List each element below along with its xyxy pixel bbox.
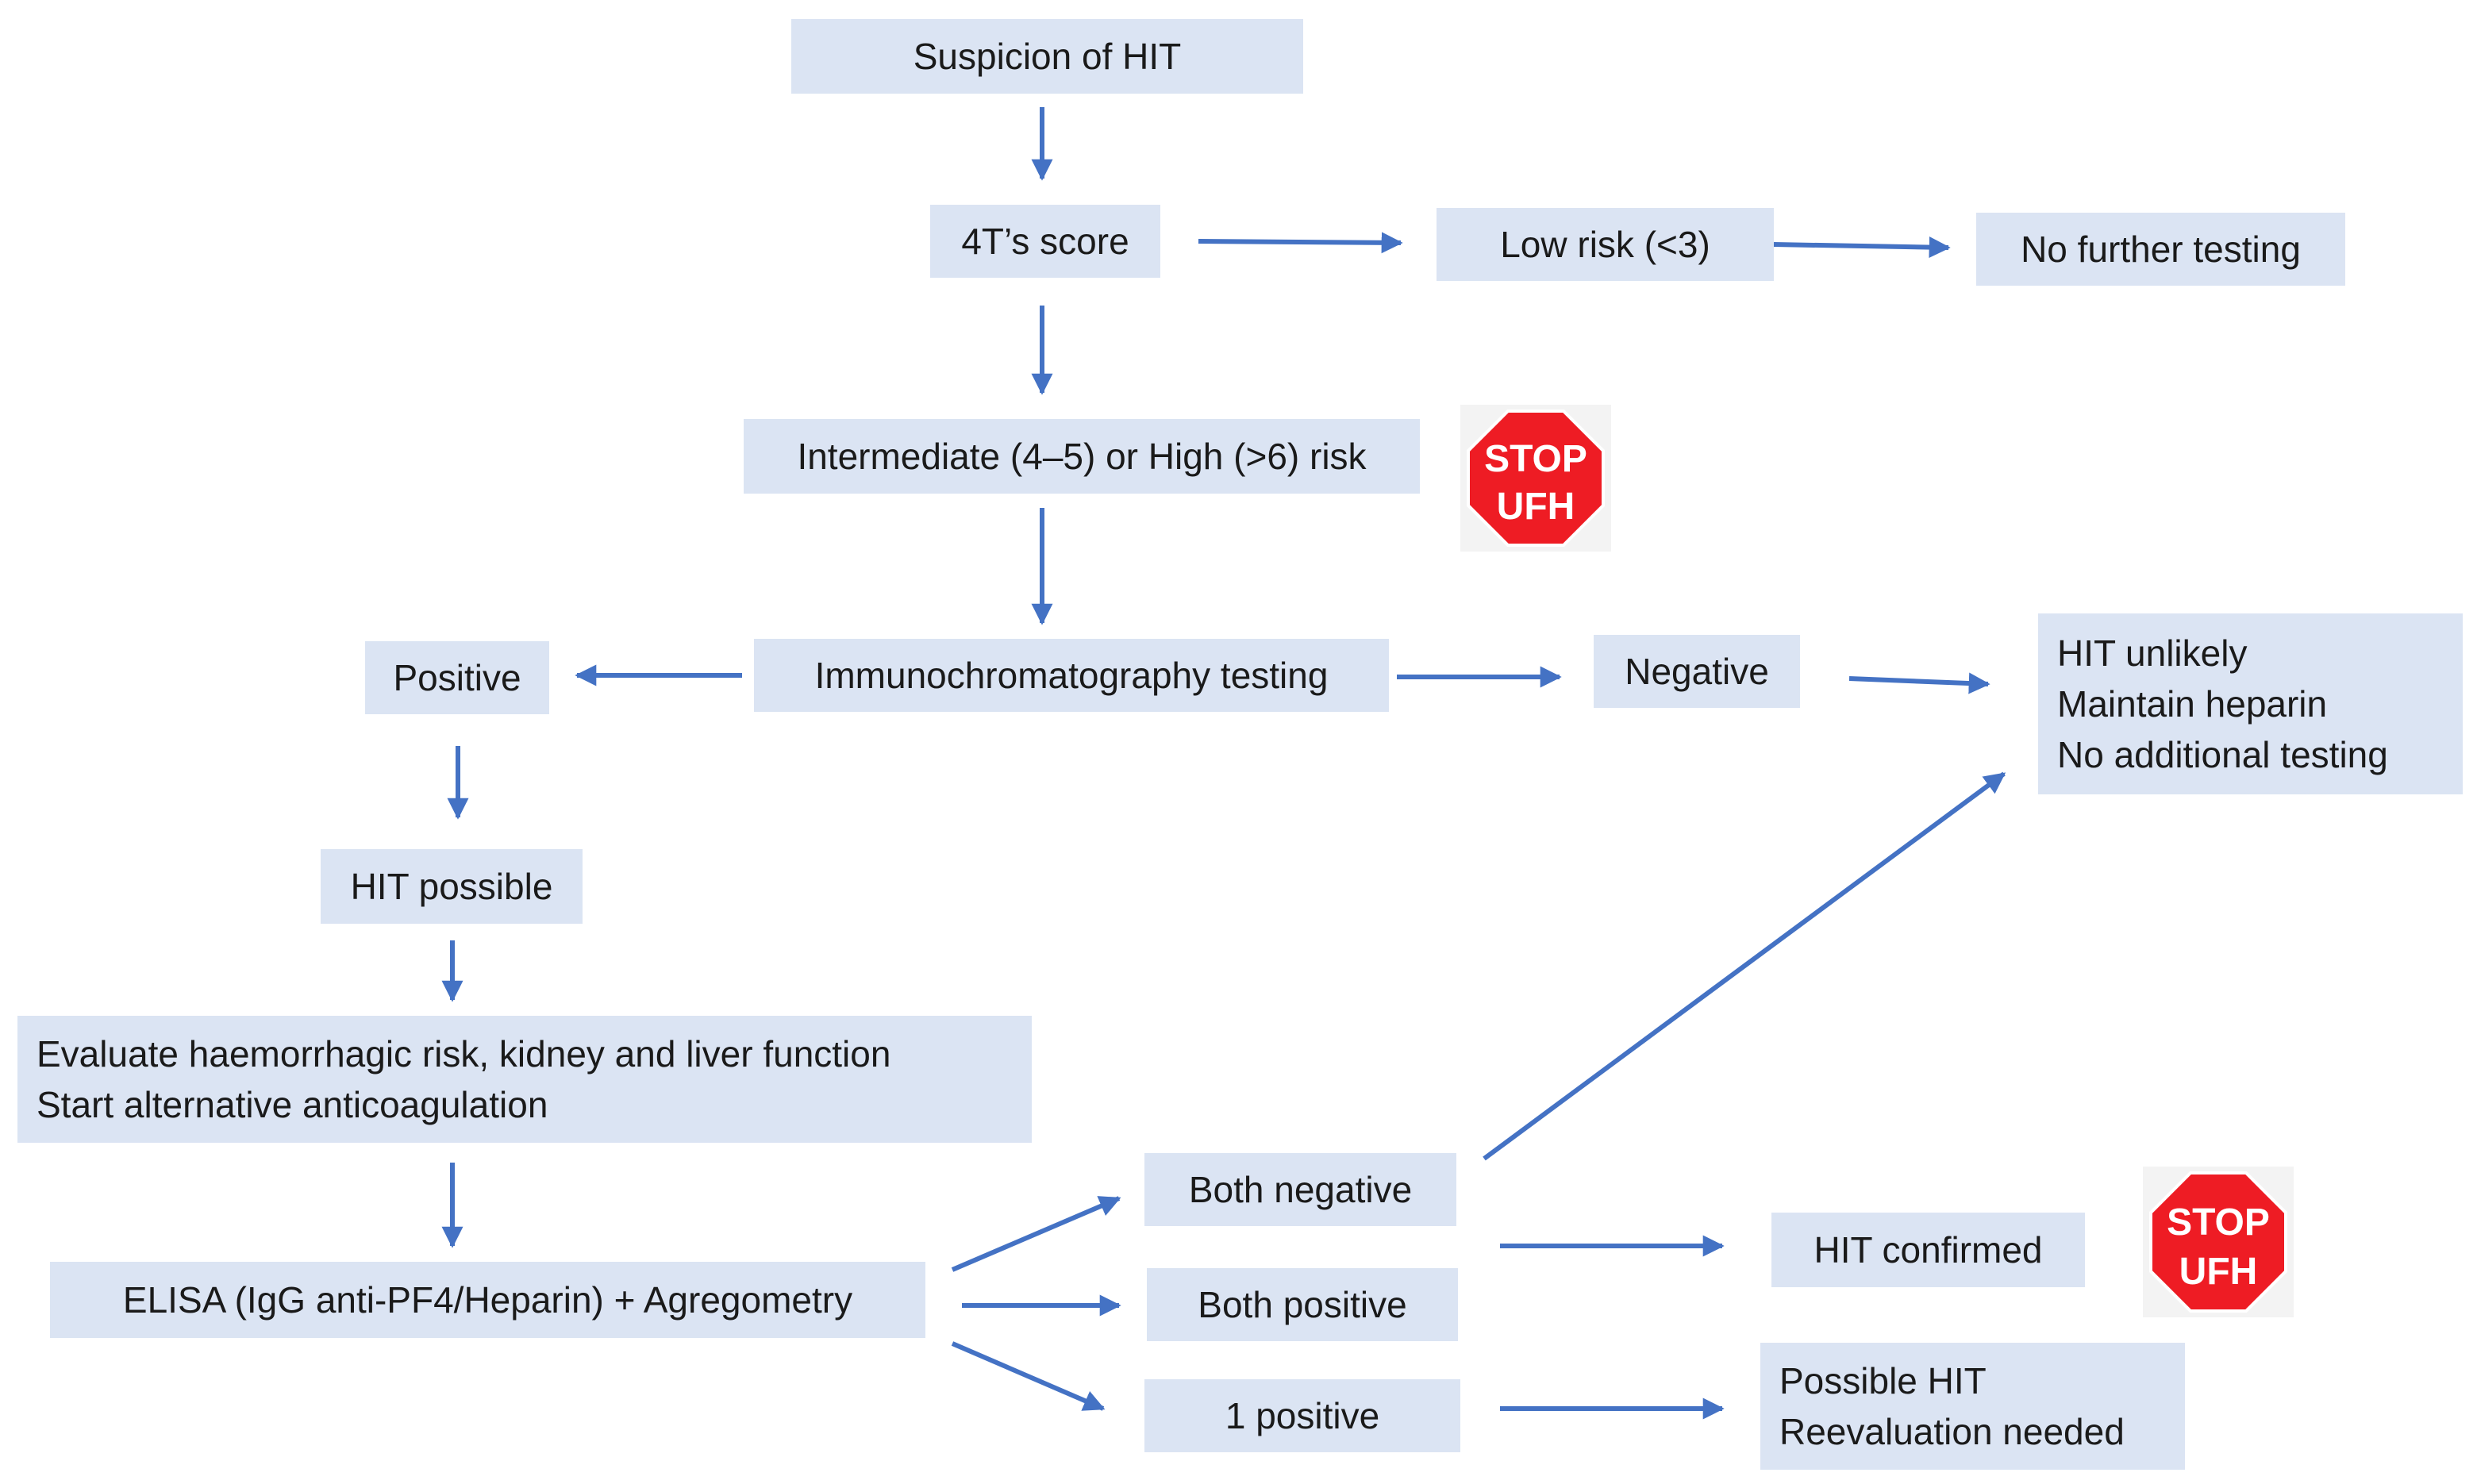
hit-confirmed-box: HIT confirmed <box>1771 1213 2085 1287</box>
suspicion-of-hit-label: Suspicion of HIT <box>913 36 1182 77</box>
both-positive-box: Both positive <box>1147 1268 1458 1341</box>
stop-sign-line-1: STOP <box>2167 1201 2270 1244</box>
immunochromatography-box: Immunochromatography testing <box>754 639 1389 712</box>
no-further-testing-box: No further testing <box>1976 213 2345 286</box>
suspicion-of-hit-box: Suspicion of HIT <box>791 19 1303 94</box>
stop-sign-icon: STOP UFH <box>1460 405 1611 552</box>
one-positive-label: 1 positive <box>1225 1395 1380 1436</box>
evaluate-line-1: Evaluate haemorrhagic risk, kidney and l… <box>37 1033 891 1075</box>
intermediate-high-risk-label: Intermediate (4–5) or High (>6) risk <box>797 436 1367 477</box>
hit-unlikely-line-2: Maintain heparin <box>2057 683 2328 725</box>
arrow-bothneg-to-unlikely <box>1483 771 2006 1161</box>
intermediate-high-risk-box: Intermediate (4–5) or High (>6) risk <box>744 419 1420 494</box>
positive-box: Positive <box>365 641 549 714</box>
immunochromatography-label: Immunochromatography testing <box>814 655 1329 696</box>
hit-confirmed-label: HIT confirmed <box>1814 1229 2043 1271</box>
hit-unlikely-line-1: HIT unlikely <box>2057 632 2248 674</box>
hit-unlikely-box: HIT unlikely Maintain heparin No additio… <box>2038 613 2463 794</box>
low-risk-label: Low risk (<3) <box>1500 224 1710 265</box>
arrow-lowrisk-to-nofurther <box>1773 236 1951 259</box>
evaluate-line-2: Start alternative anticoagulation <box>37 1084 548 1125</box>
arrow-negative-to-unlikely <box>1848 672 1990 694</box>
elisa-box: ELISA (IgG anti-PF4/Heparin) + Agregomet… <box>50 1262 925 1338</box>
no-further-testing-label: No further testing <box>2021 229 2301 270</box>
low-risk-box: Low risk (<3) <box>1437 208 1774 281</box>
4ts-score-box: 4T’s score <box>930 205 1160 278</box>
hit-possible-label: HIT possible <box>350 866 553 907</box>
evaluate-box: Evaluate haemorrhagic risk, kidney and l… <box>17 1016 1032 1143</box>
both-negative-box: Both negative <box>1144 1153 1456 1226</box>
arrow-elisa-to-onepos <box>951 1341 1106 1411</box>
positive-label: Positive <box>393 657 521 698</box>
arrow-elisa-to-bothneg <box>951 1196 1121 1272</box>
possible-hit-line-1: Possible HIT <box>1779 1360 1987 1401</box>
hit-unlikely-line-3: No additional testing <box>2057 734 2388 775</box>
negative-label: Negative <box>1625 651 1769 692</box>
arrow-score-to-lowrisk <box>1198 232 1403 254</box>
4ts-score-label: 4T’s score <box>961 221 1129 262</box>
stop-sign-line-2: UFH <box>1497 486 1575 528</box>
one-positive-box: 1 positive <box>1144 1379 1460 1452</box>
both-positive-label: Both positive <box>1198 1284 1407 1325</box>
both-negative-label: Both negative <box>1188 1169 1413 1210</box>
stop-sign-line-2: UFH <box>2179 1251 2258 1293</box>
elisa-label: ELISA (IgG anti-PF4/Heparin) + Agregomet… <box>122 1279 853 1321</box>
negative-box: Negative <box>1594 635 1800 708</box>
stop-sign-line-1: STOP <box>1484 438 1587 480</box>
hit-possible-box: HIT possible <box>321 849 583 924</box>
possible-hit-box: Possible HIT Reevaluation needed <box>1760 1343 2185 1470</box>
stop-sign-icon: STOP UFH <box>2143 1167 2294 1317</box>
possible-hit-line-2: Reevaluation needed <box>1779 1411 2125 1452</box>
